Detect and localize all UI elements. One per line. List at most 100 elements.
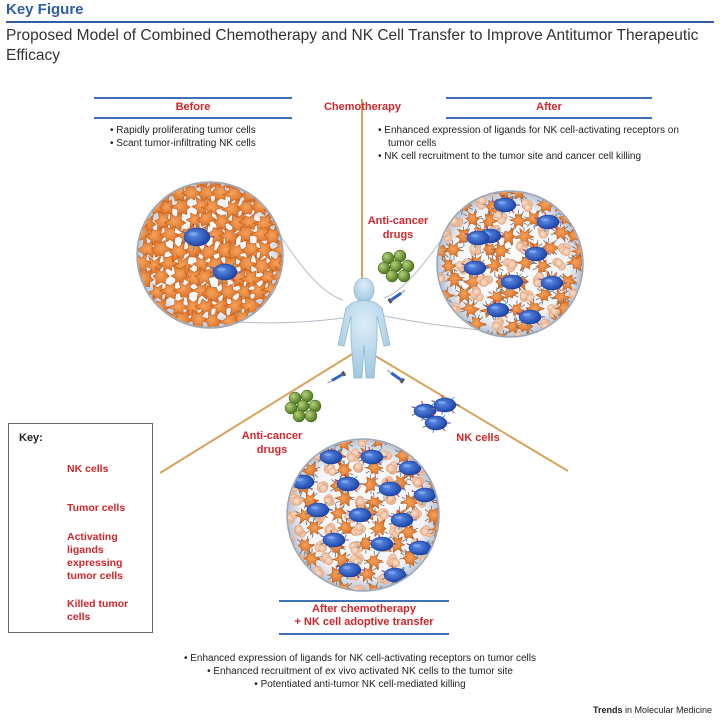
tumor-cell (171, 279, 196, 298)
nk-cell (358, 446, 387, 468)
activating-ligand-tumor-cell (438, 195, 456, 216)
killed-tumor-cell (561, 333, 572, 336)
nk-cell (320, 529, 349, 551)
footer-brand: Trends (592, 705, 623, 715)
activating-ligand-tumor-cell (581, 261, 582, 266)
connector-lines (159, 99, 569, 474)
tumor-cell (196, 209, 218, 227)
before-bullets: • Rapidly proliferating tumor cells • Sc… (110, 124, 256, 150)
killed-tumor-cell (376, 508, 389, 523)
before-zoom-line-lower (237, 317, 344, 324)
activating-ligand-tumor-cell (299, 580, 320, 590)
killed-tumor-cell (288, 570, 299, 586)
killed-tumor-cell (385, 461, 399, 475)
syringe-icon-left (327, 370, 347, 384)
tumor-cell (283, 283, 304, 303)
before-underline (94, 117, 292, 119)
nk-cell (180, 224, 215, 250)
combined-bullets: • Enhanced expression of ligands for NK … (130, 652, 590, 691)
activating-ligand-tumor-cell (508, 192, 527, 202)
tumor-cell (235, 225, 259, 243)
tumor-cell (138, 196, 148, 218)
killed-tumor-cell (464, 335, 475, 336)
tumor-cell (249, 224, 274, 244)
tumor-cell (255, 238, 273, 262)
tumor-cell (269, 294, 282, 314)
activating-ligand-tumor-cell (459, 299, 481, 319)
nk-cell-cluster (411, 394, 460, 434)
key-figure-label: Key Figure (6, 1, 84, 18)
killed-tumor-cell (469, 286, 484, 302)
activating-ligand-tumor-cell (579, 194, 582, 213)
tumor-cell (269, 183, 282, 203)
after-bullet: • Enhanced expression of ligands for NK … (378, 125, 679, 136)
tumor-cell (138, 186, 159, 208)
nk-cell (538, 272, 567, 294)
activating-ligand-tumor-cell (421, 447, 438, 467)
activating-ligand-tumor-cell (302, 548, 322, 569)
key-activating-line1: Activating (67, 531, 118, 543)
killed-tumor-cell (348, 541, 364, 555)
tumor-cell (257, 183, 276, 204)
activating-ligand-tumor-cell (402, 580, 418, 590)
nk-cell (210, 260, 242, 284)
nk-cells-label: NK cells (456, 432, 500, 444)
tumor-cell (138, 306, 152, 327)
after-bullet-continuation: tumor cells (388, 138, 437, 149)
nk-cell (422, 412, 451, 434)
killed-tumor-cell (418, 440, 432, 447)
killed-tumor-cell (416, 584, 429, 590)
activating-ligand-tumor-cell (443, 239, 464, 260)
killed-tumor-cell (521, 199, 533, 213)
killed-tumor-cell (494, 210, 508, 225)
drug-cluster-top (377, 249, 415, 283)
activating-ligand-tumor-cell (300, 461, 321, 480)
syringe-icon-right (386, 369, 405, 384)
combined-bullet: • Potentiated anti-tumor NK cell-mediate… (254, 679, 466, 690)
activating-ligand-tumor-cell (575, 333, 582, 336)
before-rule (94, 97, 292, 99)
activating-ligand-tumor-cell (463, 209, 483, 228)
activating-ligand-tumor-cell (556, 192, 575, 199)
killed-tumor-cell (346, 448, 360, 463)
killed-tumor-cell (411, 476, 425, 488)
patient-figure (337, 277, 391, 379)
drugs-label-top-line1: Anti-cancer (367, 215, 429, 227)
tumor-cell (158, 224, 183, 244)
activating-ligand-tumor-cell (584, 284, 602, 303)
nk-cell (461, 257, 490, 279)
activating-ligand-tumor-cell (399, 440, 421, 452)
killed-tumor-cell (519, 289, 535, 303)
before-tumor-circle (136, 181, 304, 329)
key-activating-line2: ligands (67, 544, 104, 556)
killed-tumor-cell (419, 525, 434, 538)
activating-ligand-tumor-cell (575, 212, 582, 228)
activating-ligand-tumor-cell (334, 460, 354, 480)
killed-tumor-cell (323, 462, 337, 476)
tumor-cell (276, 224, 282, 245)
before-bullet: • Scant tumor-infiltrating NK cells (110, 138, 256, 149)
activating-ligand-tumor-cell (336, 518, 357, 539)
drug-cluster-left (284, 389, 322, 423)
activating-ligand-tumor-cell (305, 517, 325, 538)
tumor-cell (170, 264, 191, 284)
killed-tumor-cell (502, 258, 518, 273)
nk-cell (317, 446, 346, 468)
tumor-cell (278, 194, 282, 218)
nk-cell (376, 478, 405, 500)
killed-tumor-cell (358, 440, 370, 448)
killed-tumor-cell (289, 584, 302, 590)
activating-ligand-tumor-cell (447, 192, 464, 199)
tumor-cell (262, 183, 281, 194)
key-killed-line2: cells (67, 611, 91, 623)
activating-ligand-tumor-cell (514, 226, 535, 247)
tumor-cell (142, 312, 162, 327)
before-title: Before (175, 101, 211, 113)
nk-cell (304, 499, 333, 521)
after-bullets: • Enhanced expression of ligands for NK … (378, 124, 679, 163)
activating-ligand-tumor-cell (566, 253, 582, 273)
killed-tumor-cell (492, 317, 504, 332)
tumor-cell (151, 240, 173, 258)
tumor-cell (180, 185, 204, 203)
